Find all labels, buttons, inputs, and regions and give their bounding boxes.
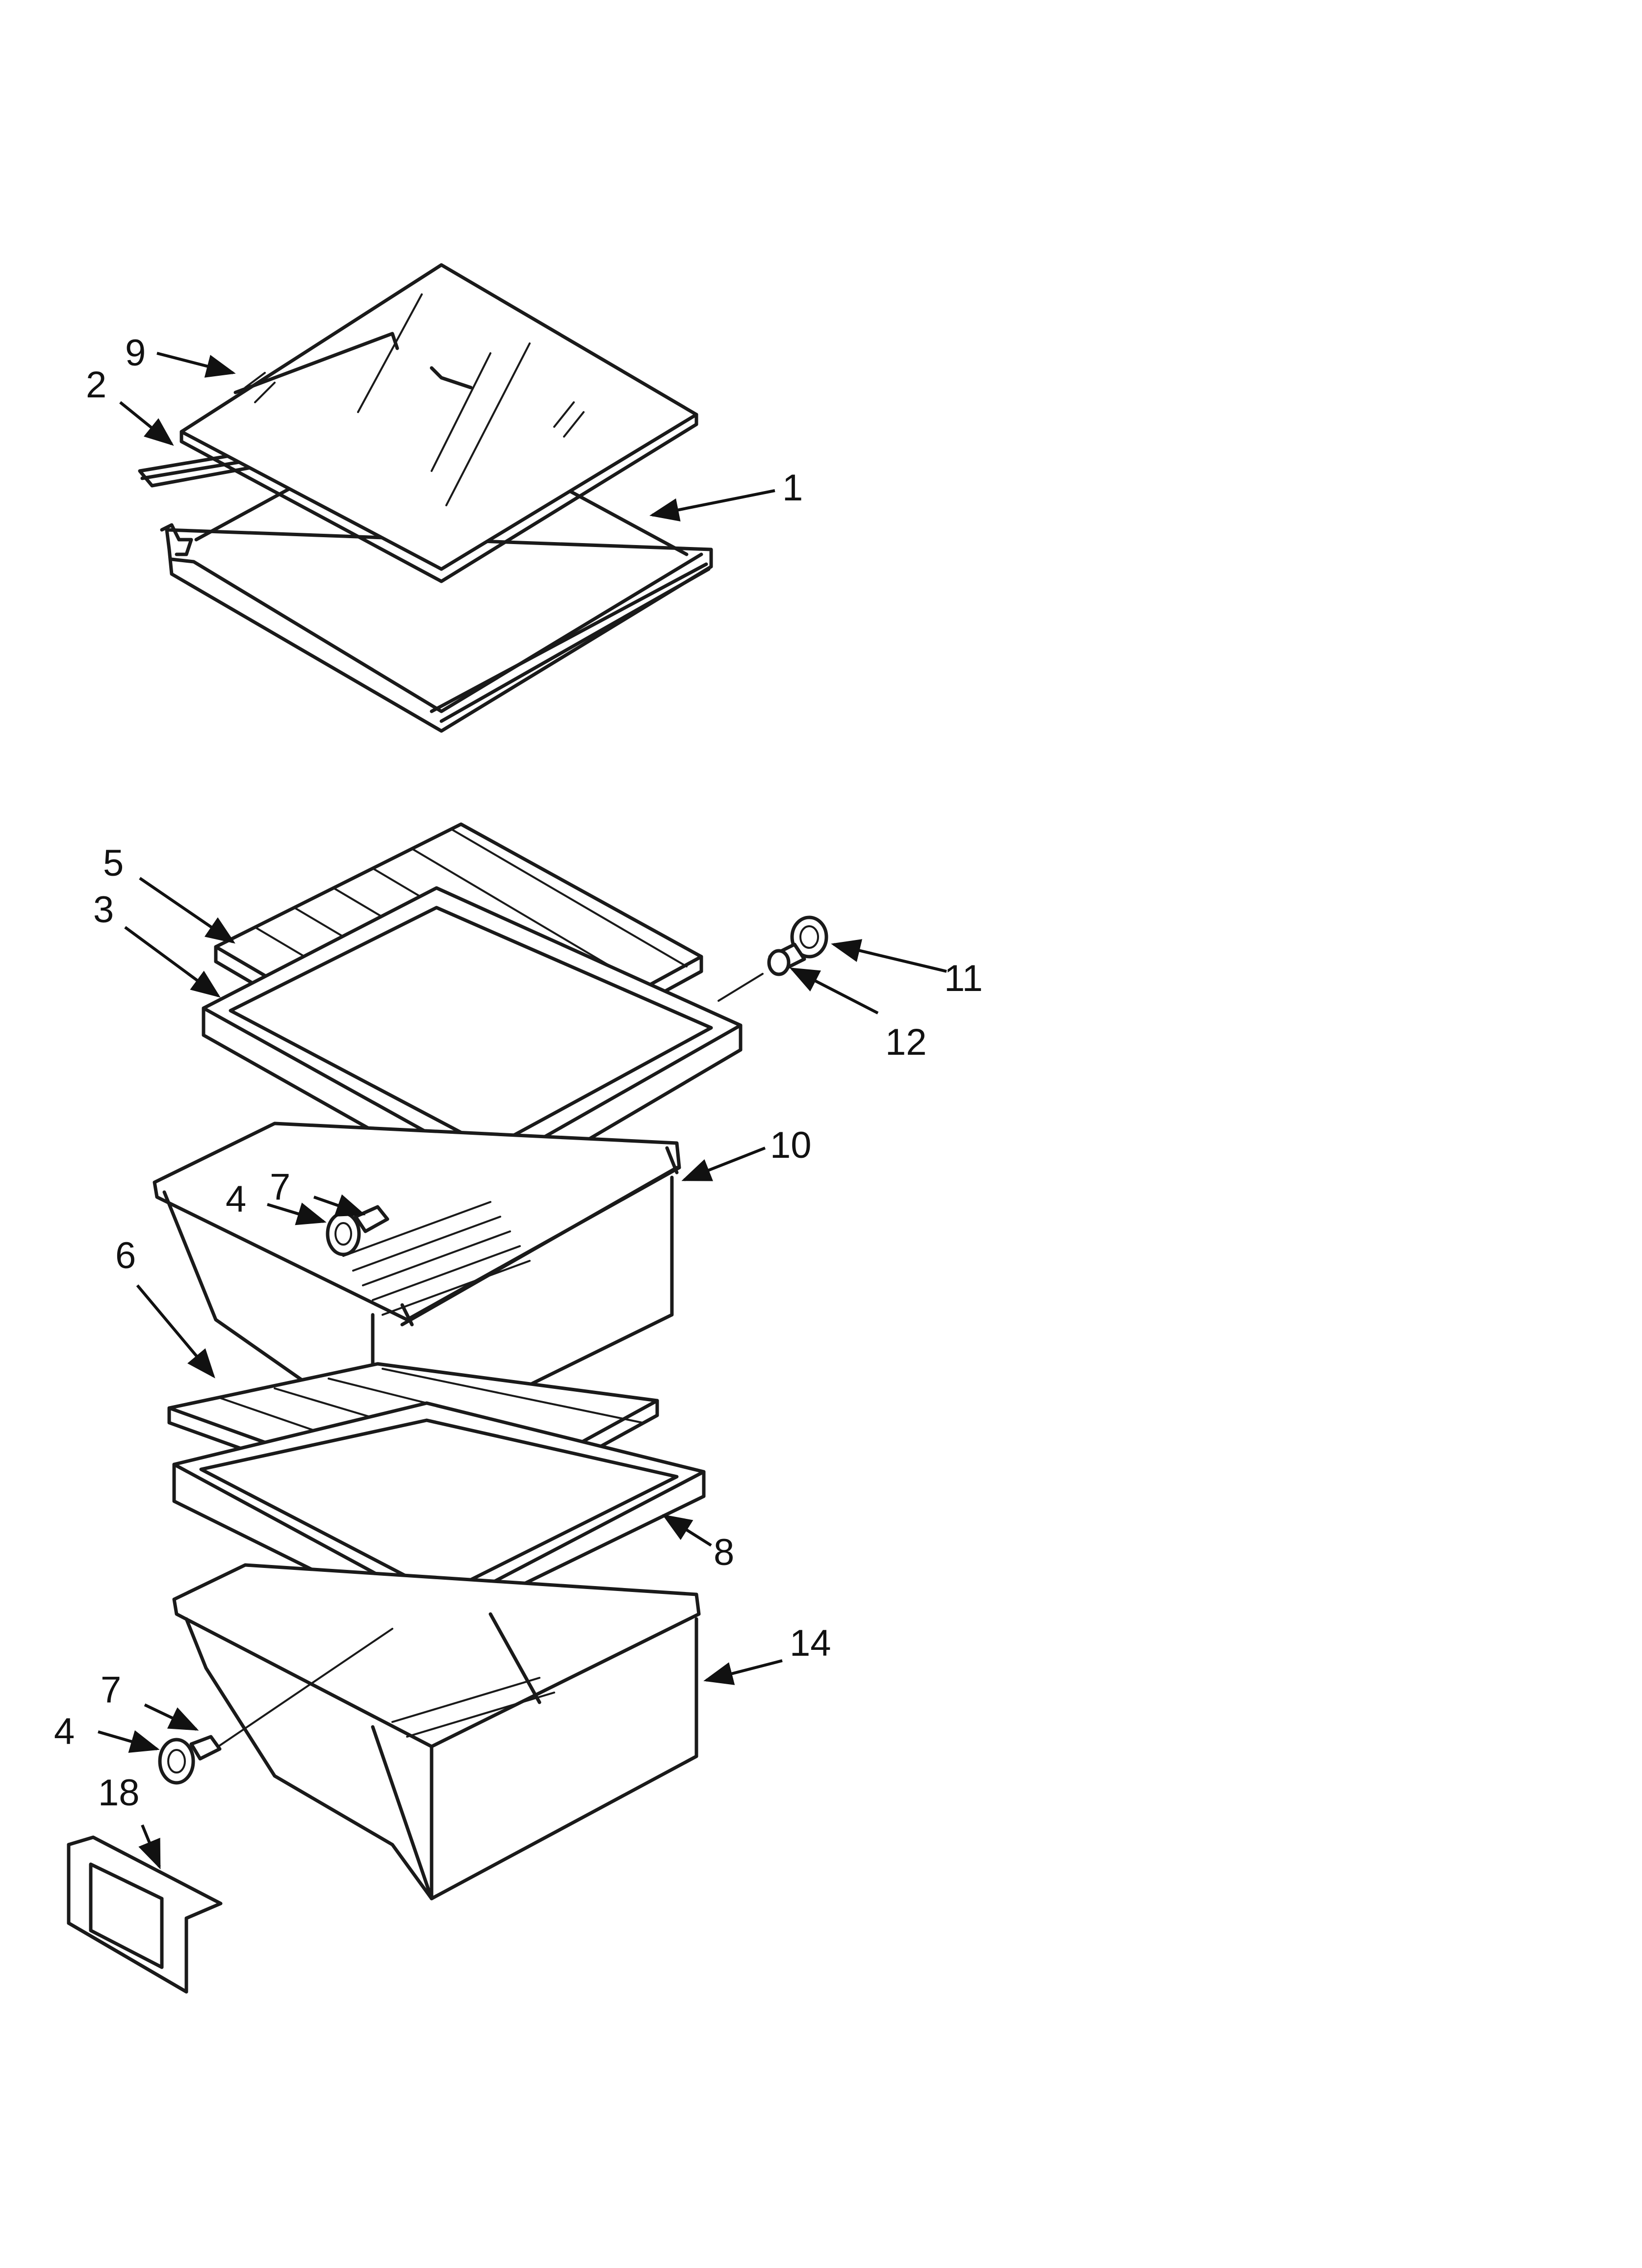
leader-10 <box>681 1147 766 1181</box>
leader-12 <box>789 967 879 1015</box>
leader-lines <box>98 352 947 1870</box>
label-bracket-part <box>67 1835 223 1994</box>
leader-8 <box>662 1514 712 1547</box>
callout-10: 10 <box>770 1124 812 1166</box>
leader-9 <box>156 352 236 378</box>
leader-7b <box>144 1703 199 1731</box>
leader-4b <box>98 1730 160 1753</box>
callout-4a: 4 <box>226 1178 246 1220</box>
callout-8: 8 <box>714 1532 734 1573</box>
leader-7a <box>313 1194 366 1217</box>
leader-3 <box>124 926 221 998</box>
leader-5 <box>139 877 235 944</box>
shelf-frame-part <box>160 479 713 733</box>
leader-18 <box>138 1824 161 1870</box>
leader-1 <box>649 489 775 521</box>
leader-2 <box>119 401 174 446</box>
upper-roller-part <box>326 1205 389 1256</box>
lower-roller-part <box>158 1628 393 1785</box>
callout-6: 6 <box>115 1235 136 1277</box>
leader-6 <box>136 1284 215 1379</box>
leader-4a <box>267 1202 327 1225</box>
callout-14: 14 <box>790 1622 831 1664</box>
stopper-screw-part <box>718 915 828 1002</box>
callout-12: 12 <box>885 1021 927 1063</box>
callout-4b: 4 <box>54 1711 75 1752</box>
lower-crisper-drawer-part <box>172 1563 701 1901</box>
callout-7b: 7 <box>101 1669 121 1711</box>
callout-2: 2 <box>86 364 106 406</box>
callout-numbers: 9 2 1 5 3 11 12 10 7 4 6 8 14 7 4 18 <box>54 332 983 1814</box>
callout-7a: 7 <box>270 1166 290 1208</box>
lower-cover-frame-part <box>172 1401 706 1631</box>
callout-3: 3 <box>93 889 114 931</box>
callout-18: 18 <box>98 1772 140 1814</box>
leader-11 <box>831 939 947 973</box>
callout-11: 11 <box>944 958 983 999</box>
leader-14 <box>703 1659 783 1685</box>
callout-9: 9 <box>125 332 146 374</box>
glass-shelf-part <box>180 263 698 583</box>
callout-1: 1 <box>782 467 803 509</box>
callout-5: 5 <box>103 842 124 884</box>
